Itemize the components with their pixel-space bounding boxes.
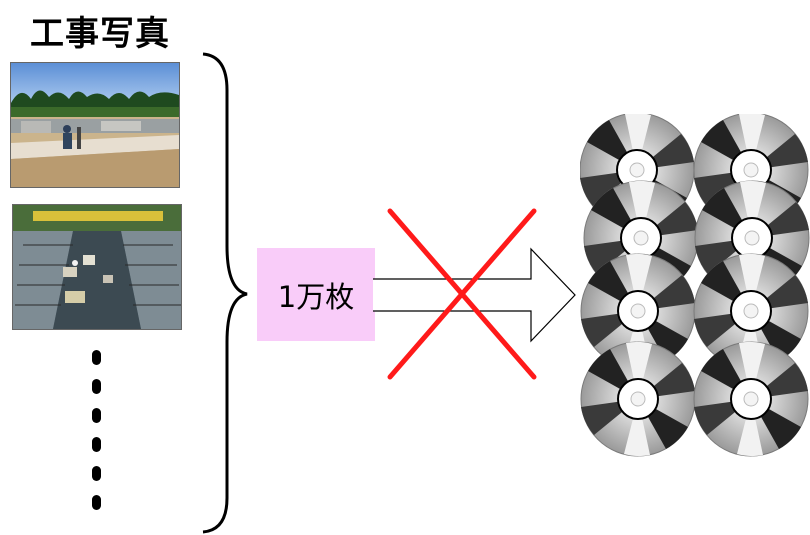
rebar-trench-photo: [12, 204, 182, 330]
count-label-box: 1万枚: [257, 248, 375, 341]
dot: [92, 466, 101, 481]
continuation-dots: [92, 350, 104, 535]
cd-disc-icon: [580, 340, 696, 458]
dot: [92, 437, 101, 452]
cd-disc-grid: [580, 114, 810, 458]
dot: [92, 408, 101, 423]
cross-out-icon: [387, 208, 537, 380]
page-title: 工事写真: [30, 14, 170, 54]
right-curly-brace-icon: [202, 52, 248, 534]
dot: [92, 350, 101, 365]
dot: [92, 379, 101, 394]
count-label: 1万枚: [277, 279, 355, 314]
cd-disc-icon: [693, 340, 809, 458]
dot: [92, 495, 101, 510]
right-arrow-icon: [373, 247, 576, 343]
construction-site-photo: [10, 62, 180, 188]
